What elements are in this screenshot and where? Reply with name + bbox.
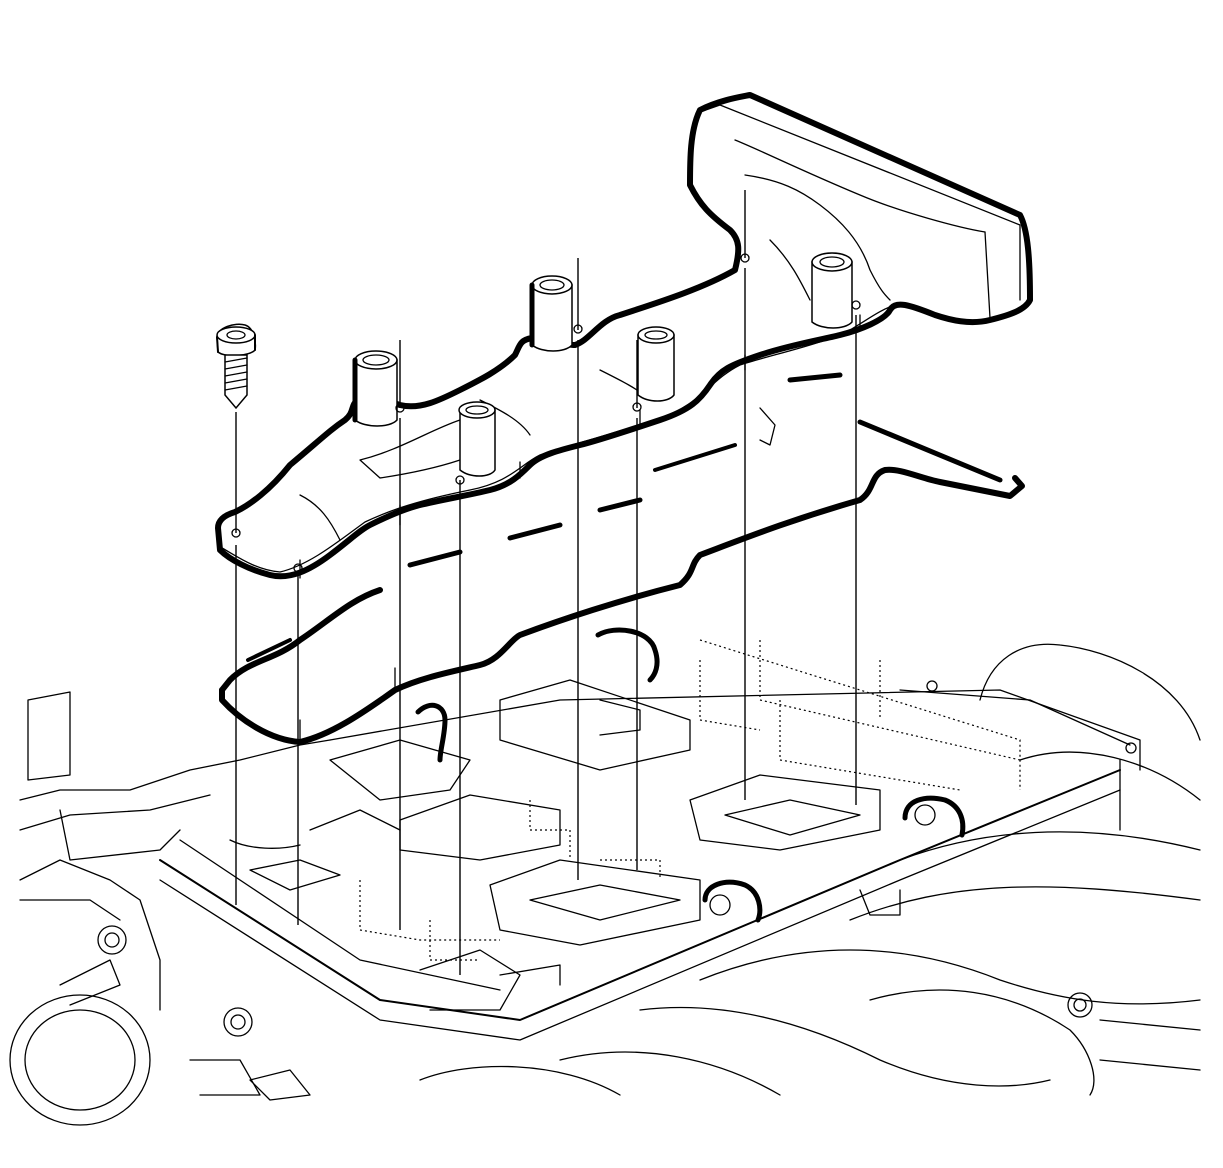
upper-intake-cover [215,92,1033,580]
boss-3 [529,275,573,352]
boss-5 [811,252,853,329]
alignment-lines [235,190,857,975]
cover-gasket [219,372,1025,745]
boss-2 [458,401,496,477]
boss-4 [637,326,675,402]
intake-manifold-assembly [9,627,1201,1126]
boss-1 [352,350,398,427]
cover-bolt [216,323,257,410]
